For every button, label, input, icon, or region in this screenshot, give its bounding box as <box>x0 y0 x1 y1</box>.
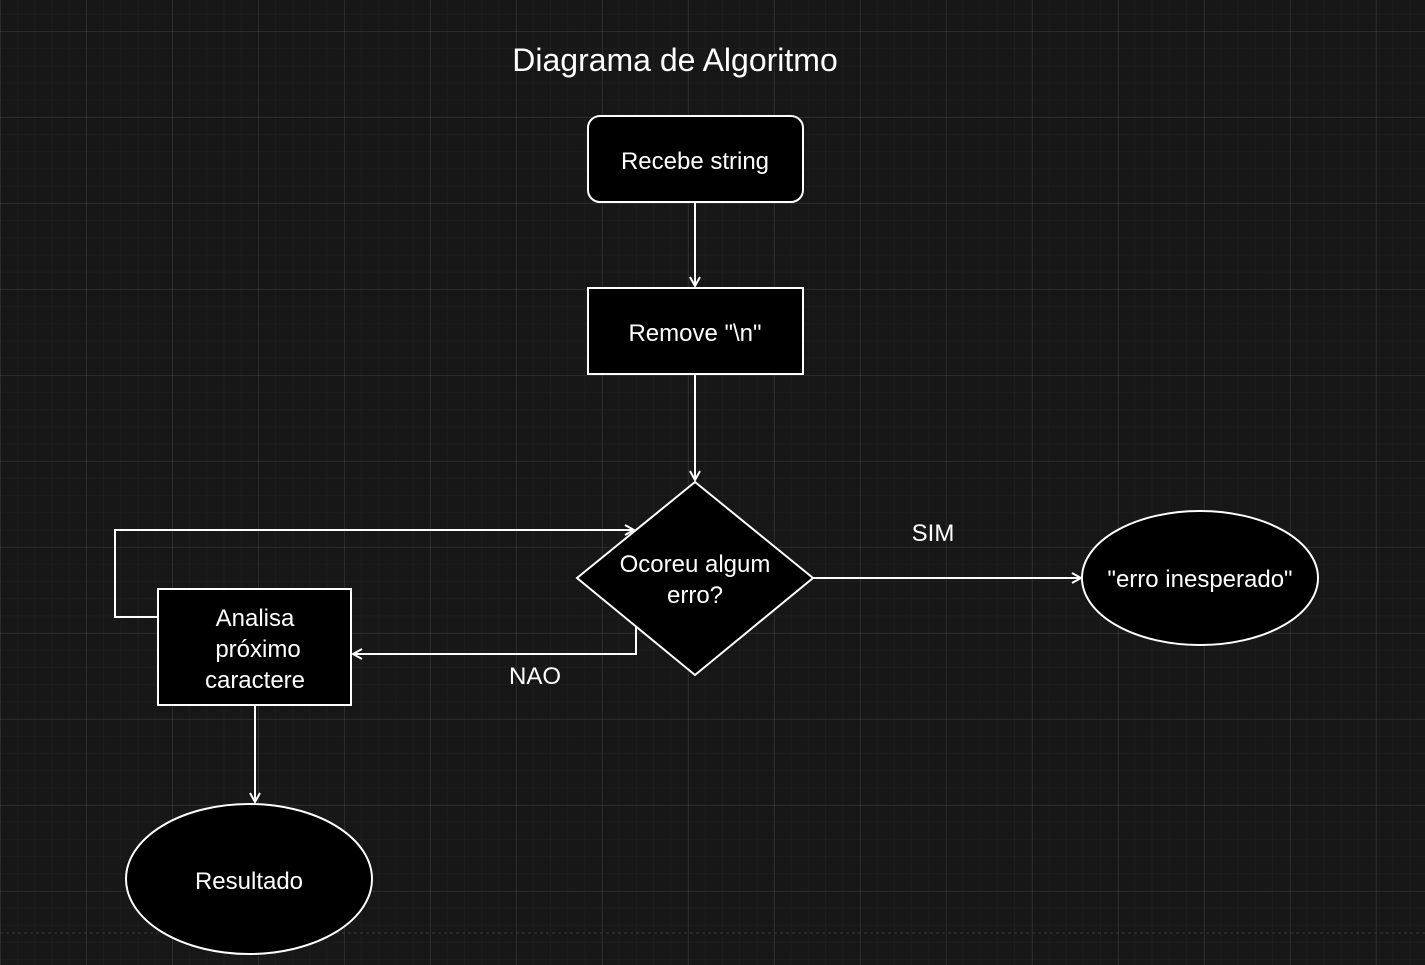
node-start-label: Recebe string <box>621 148 769 175</box>
node-decision[interactable]: Ocoreu algum erro? <box>575 480 815 677</box>
edge-label-yes: SIM <box>912 520 955 547</box>
node-decision-line2: erro? <box>667 582 723 609</box>
node-decision-line1: Ocoreu algum <box>620 551 771 578</box>
node-remove-newline-label: Remove "\n" <box>628 320 761 347</box>
node-analyze-line1: Analisa <box>216 605 295 632</box>
node-start[interactable]: Recebe string <box>587 115 804 203</box>
node-analyze-line2: próximo <box>215 636 300 663</box>
edge-analyze-loop-to-decision[interactable] <box>114 530 634 618</box>
node-result-label: Resultado <box>195 868 303 895</box>
node-analyze-line3: caractere <box>205 667 305 694</box>
node-result[interactable]: Resultado <box>125 803 373 955</box>
diagram-title: Diagrama de Algoritmo <box>512 42 837 78</box>
node-error[interactable]: "erro inesperado" <box>1081 510 1319 646</box>
node-remove-newline[interactable]: Remove "\n" <box>587 287 804 375</box>
node-error-label: "erro inesperado" <box>1107 566 1292 593</box>
node-analyze-next-char[interactable]: Analisa próximo caractere <box>157 588 352 706</box>
edge-label-no: NAO <box>509 663 561 690</box>
edge-decision-no-to-analyze[interactable] <box>353 625 637 654</box>
